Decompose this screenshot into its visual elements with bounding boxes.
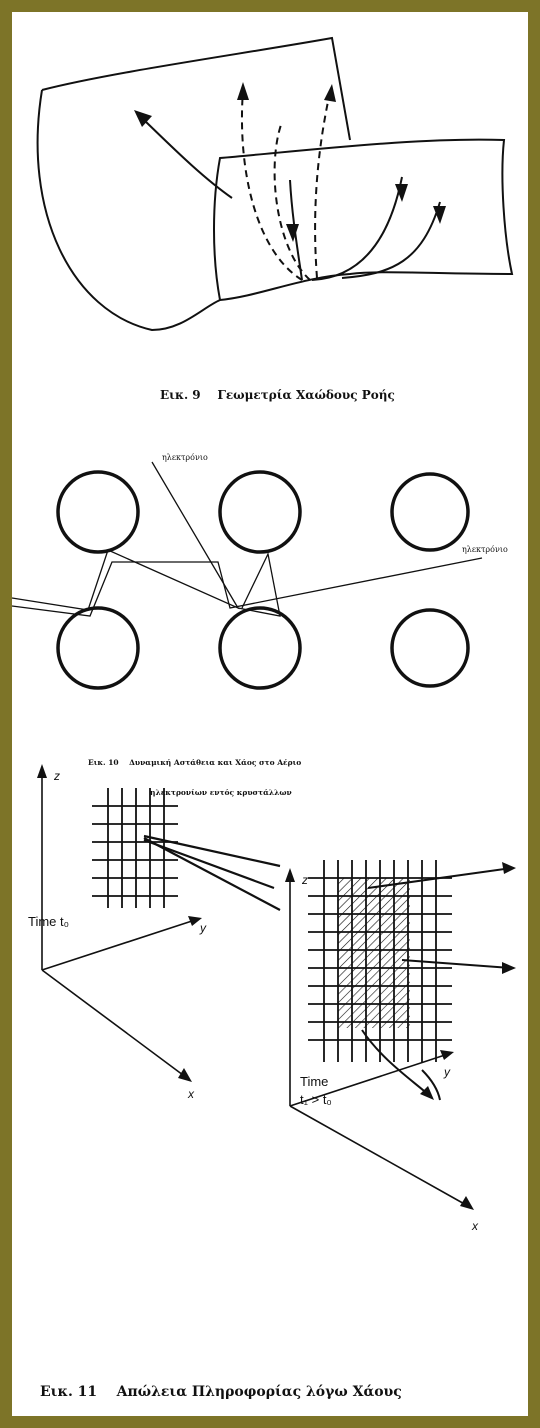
arrowhead-left [134,110,152,127]
trajectory-cone [143,837,281,911]
time-label-t1-title: Time [300,1074,328,1089]
axis-y-left [41,919,196,971]
figure-10-caption: Εικ. 10 Δυναμική Αστάθεια και Χάος στο Α… [88,738,301,818]
arrowhead-down-2 [395,184,408,202]
axis-x-label-right: x [471,1219,479,1233]
arrowhead-up-2 [324,84,336,102]
diverging-trajectory [421,1069,441,1101]
axis-y-label-left: y [199,921,207,935]
phase-grid-t1 [308,860,452,1062]
figure-10: ηλεκτρόνιο ηλεκτρόνιο Εικ. 10 Δυναμική Α… [12,420,528,797]
time-label-t0: Time t₀ [28,914,69,929]
electron-label-top: ηλεκτρόνιο [162,453,208,462]
figure-10-caption-line-2: ηλεκτρονίων εντός κρυστάλλων [150,788,292,797]
back-surface [36,36,351,332]
information-loss-diagram: z y x z y x Time t₀ Time t₁ > t₀ [28,764,516,1233]
figure-11: z y x z y x Time t₀ Time t₁ > t₀ Εικ. 11… [12,760,528,1416]
spread-region [338,878,410,1028]
figure-9: Εικ. 9 Γεωμετρία Χαώδους Ροής [12,12,528,420]
axis-y-right [289,1053,449,1107]
content-panel: Εικ. 9 Γεωμετρία Χαώδους Ροής ηλεκτρόνιο… [12,12,528,1416]
crystal-atom [218,606,302,690]
trajectory-cone [143,834,281,868]
electron-path-2 [12,557,483,617]
crystal-atom [390,472,470,552]
front-surface [213,138,514,302]
diverging-trajectory [367,867,513,889]
crystal-atom [390,608,470,688]
trajectory-curve-1 [311,176,403,281]
time-label-t1-cond: t₁ > t₀ [300,1092,332,1107]
electron-path-1 [12,461,240,611]
dashed-trajectory-2 [273,121,311,281]
axis-x-label-left: x [187,1087,195,1101]
electron-label-right: ηλεκτρόνιο [462,545,508,554]
electron-path-3 [237,551,281,617]
figure-11-caption: Εικ. 11 Απώλεια Πληροφορίας λόγω Χάους [40,1384,402,1400]
arrowhead-down-1 [286,224,299,242]
trajectory-left-out [143,119,233,199]
axis-y-label-right: y [443,1065,451,1079]
crystal-atom [56,606,140,690]
axis-z-label-left: z [53,769,60,783]
figure-10-caption-line-1: Εικ. 10 Δυναμική Αστάθεια και Χάος στο Α… [88,758,302,767]
arrowhead-down-3 [433,206,446,224]
chaotic-flow-geometry-diagram [36,36,514,332]
phase-grid-t0 [92,788,178,908]
trajectory-cone [143,838,275,890]
axis-x-left [41,969,188,1079]
figure-9-caption: Εικ. 9 Γεωμετρία Χαώδους Ροής [160,388,395,402]
arrowhead-up-1 [237,82,249,100]
trajectory-curve-2 [341,201,441,279]
axis-x-right [289,1105,469,1207]
axis-z-label-right: z [301,873,308,887]
diverging-trajectory [401,959,511,969]
crystal-atom [56,470,140,554]
crystal-atom [218,470,302,554]
electron-scattering-diagram: ηλεκτρόνιο ηλεκτρόνιο [12,453,508,690]
